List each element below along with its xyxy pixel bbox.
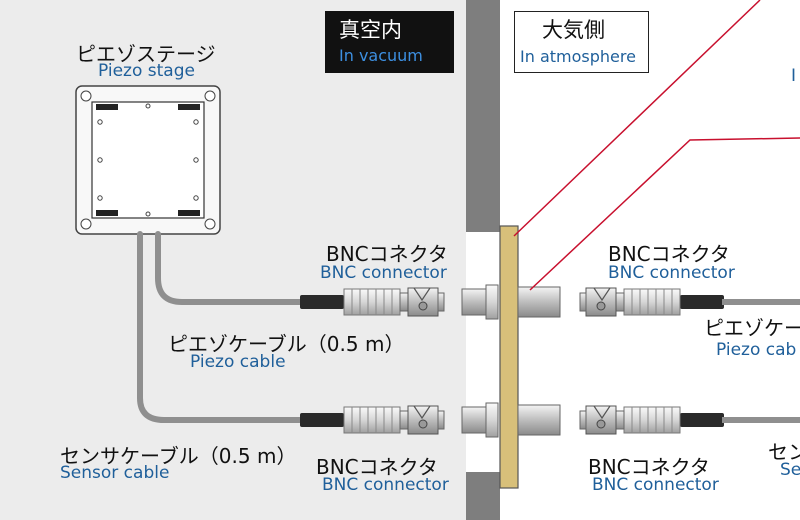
bnc-plug-piezo-atmosphere: [579, 287, 725, 317]
sensor-cable-right-label-en: Se: [780, 460, 800, 480]
edge-clipped-label: I: [791, 66, 797, 86]
bnc-plug-sensor-atmosphere: [579, 405, 725, 435]
vacuum-label-jp: 真空内: [339, 18, 402, 42]
atmosphere-zone-header: [514, 11, 649, 73]
bnc-top-left-label-jp: BNCコネクタ: [326, 242, 448, 266]
piezo-stage-icon: [75, 85, 221, 235]
sensor-cable-right-label-jp: セン: [768, 440, 800, 464]
feedthrough-jacks-atmosphere: [517, 286, 561, 436]
piezo-stage-label-jp: ピエゾステージ: [76, 42, 216, 66]
sensor-cable-left-label-en: Sensor cable: [60, 463, 170, 483]
atmosphere-label-en: In atmosphere: [520, 47, 636, 66]
bnc-top-left-label-en: BNC connector: [320, 263, 447, 283]
bnc-bottom-right-label-en: BNC connector: [592, 475, 719, 495]
vacuum-zone-header: [325, 11, 454, 73]
bnc-bottom-right-label-jp: BNCコネクタ: [588, 455, 710, 479]
bnc-top-right-label-en: BNC connector: [608, 263, 735, 283]
piezo-cable-right-label-jp: ピエゾケーブ: [704, 316, 800, 340]
vacuum-label-en: In vacuum: [339, 46, 423, 65]
piezo-cable-right-label-en: Piezo cab: [716, 340, 797, 360]
bnc-bottom-left-label-jp: BNCコネクタ: [316, 455, 438, 479]
piezo-cable-left-label-en: Piezo cable: [190, 352, 286, 372]
piezo-cable-left-label-jp: ピエゾケーブル（0.5 m）: [168, 332, 405, 356]
leader-line-jack: [529, 137, 800, 291]
bnc-bottom-left-label-en: BNC connector: [322, 475, 449, 495]
leader-line-flange: [513, 0, 761, 237]
bnc-top-right-label-jp: BNCコネクタ: [608, 242, 730, 266]
bnc-plug-piezo-vacuum: [299, 287, 445, 317]
feedthrough-jacks-vacuum: [461, 284, 499, 438]
sensor-cable-left: [137, 231, 305, 423]
atmosphere-label-jp: 大気側: [542, 18, 605, 42]
piezo-stage-label-en: Piezo stage: [98, 61, 195, 81]
feedthrough-flange: [499, 225, 519, 489]
sensor-cable-left-label-jp: センサケーブル（0.5 m）: [60, 444, 297, 468]
bnc-plug-sensor-vacuum: [299, 405, 445, 435]
piezo-cable-left: [155, 231, 305, 305]
